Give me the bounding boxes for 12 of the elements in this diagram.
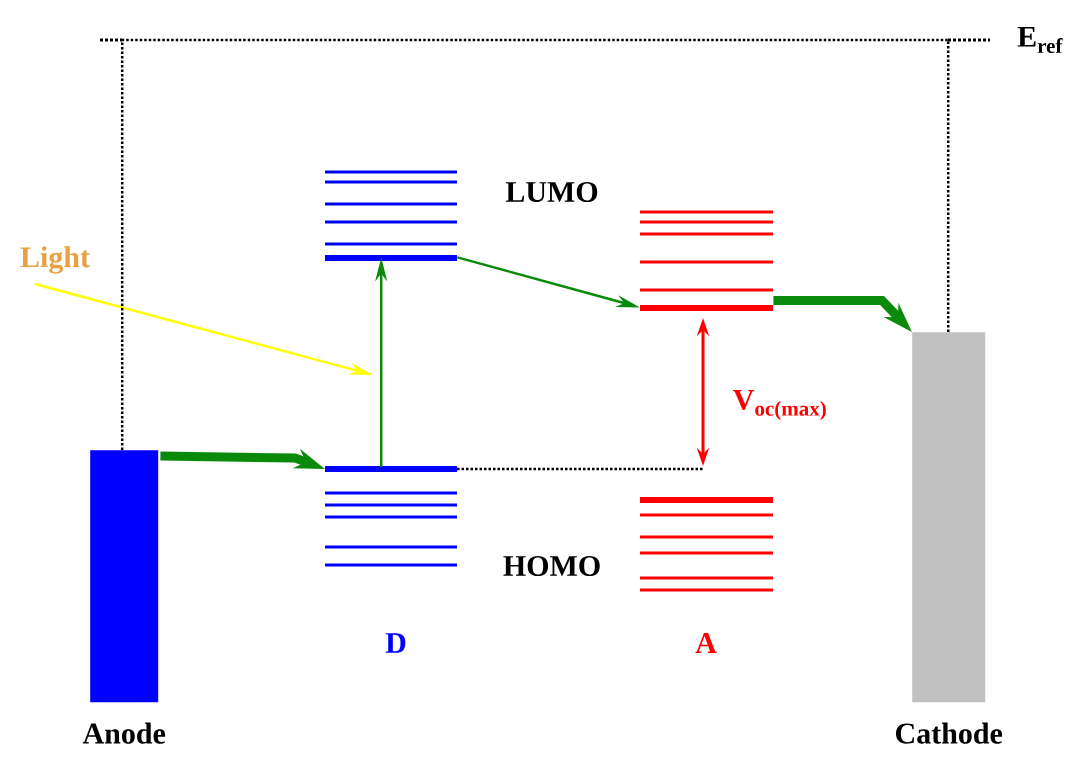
node-label: Cathode xyxy=(896,722,1003,744)
light-label: Light xyxy=(20,246,90,274)
reference-label: E$_{ref}$ xyxy=(1017,26,1063,53)
material-label: D xyxy=(385,633,406,653)
electrode-bar: Anode xyxy=(82,450,166,744)
level-label: LUMO xyxy=(505,181,598,203)
material-label: A xyxy=(695,633,717,653)
node-label: Anode xyxy=(82,722,166,744)
reference-line xyxy=(120,38,950,450)
electrode-bar: Cathode xyxy=(896,332,1003,744)
level-label: HOMO xyxy=(503,555,600,577)
voltage-label: V$_{oc(max)}$ xyxy=(733,389,826,421)
